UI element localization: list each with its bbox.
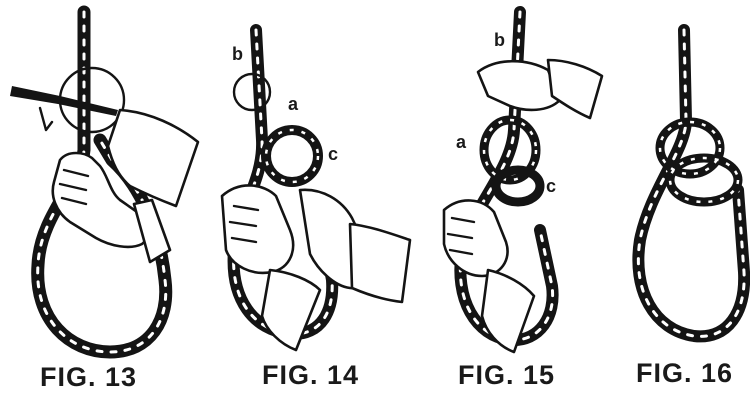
figure-13: FIG. 13 <box>10 12 198 392</box>
figure-14-caption: FIG. 14 <box>262 360 359 390</box>
label-c: c <box>328 144 338 164</box>
sleeve-icon <box>548 60 602 118</box>
knot-coil <box>266 130 318 182</box>
figure-15: b a c FIG. 15 <box>444 12 602 390</box>
label-b: b <box>232 44 243 64</box>
figure-15-caption: FIG. 15 <box>458 360 555 390</box>
figure-13-caption: FIG. 13 <box>40 362 137 392</box>
figure-14: b a c FIG. 14 <box>222 30 410 390</box>
figure-16: FIG. 16 <box>636 30 744 388</box>
label-c: c <box>546 176 556 196</box>
rope-loop <box>638 30 744 336</box>
label-a: a <box>456 132 467 152</box>
splicing-fid-icon <box>10 86 118 130</box>
hand-icon <box>222 185 293 272</box>
figure-16-caption: FIG. 16 <box>636 358 733 388</box>
label-a: a <box>288 94 299 114</box>
label-b: b <box>494 30 505 50</box>
